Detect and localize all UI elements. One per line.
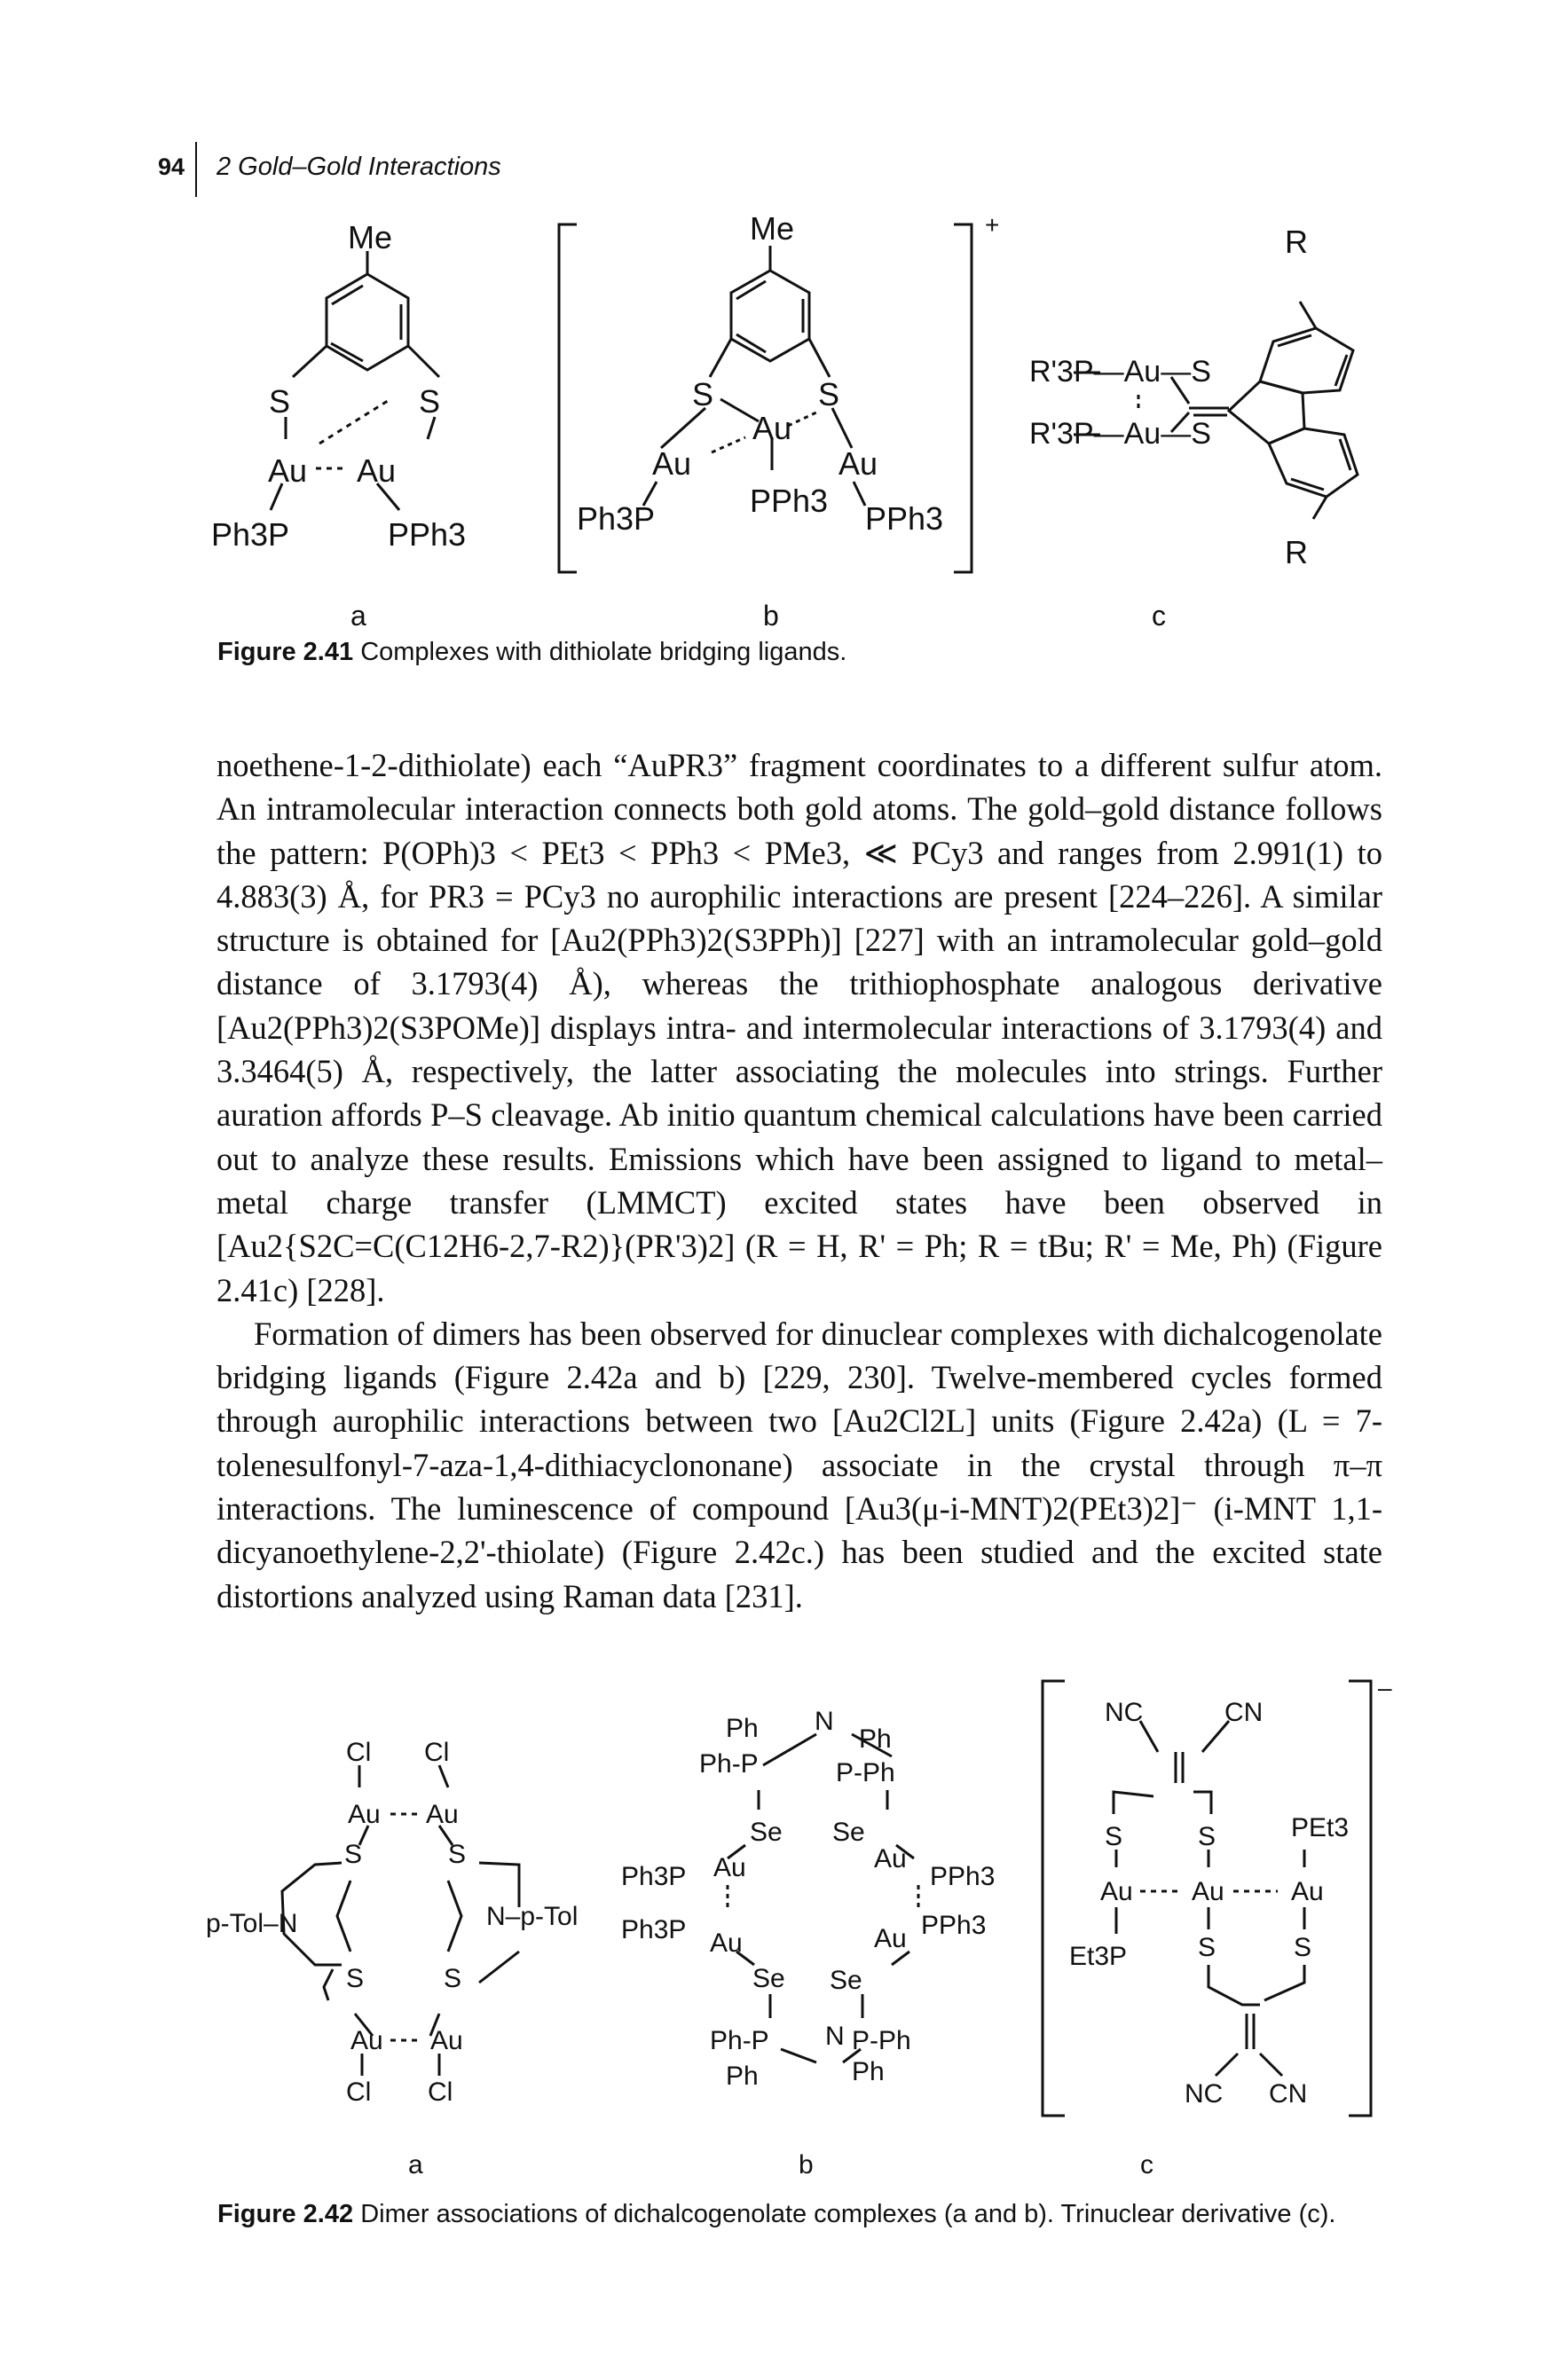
panel-label-b: b: [763, 600, 779, 632]
b2-pph-top-left: Ph-P: [699, 1749, 759, 1779]
figure-2-42-caption-text: Dimer associations of dichalcogenolate c…: [360, 2200, 1336, 2228]
figure-2-41-atom-labels: Me S S Au Au Ph3P PPh3 Me S S Au Au Au P…: [211, 210, 1308, 570]
figure-2-42-caption: Figure 2.42 Dimer associations of dichal…: [217, 2200, 1335, 2229]
b2-ph-2: Ph: [859, 1724, 892, 1754]
a-au2-label: Au: [357, 452, 396, 489]
c2-nc-bottom: NC: [1185, 2079, 1223, 2109]
b2-n-top: N: [815, 1707, 834, 1736]
b2-pph3-2: PPh3: [921, 1911, 986, 1940]
b-s2-label: S: [818, 376, 839, 412]
figure-2-41-caption-label: Figure 2.41: [217, 638, 354, 666]
b2-pph3-1: PPh3: [930, 1862, 995, 1891]
panel-label-a: a: [350, 600, 366, 632]
b-au-top-label: Au: [752, 410, 791, 446]
c-r-bottom-label: R: [1285, 534, 1308, 570]
b2-ph3p-2: Ph3P: [621, 1915, 686, 1944]
c2-au-2: Au: [1192, 1877, 1224, 1906]
paragraph-2: Formation of dimers has been observed fo…: [217, 1315, 1382, 1614]
b-me-label: Me: [750, 210, 794, 247]
c-r-top-label: R: [1285, 224, 1308, 260]
panel2-label-a: a: [408, 2150, 423, 2180]
c2-s-1: S: [1105, 1822, 1122, 1851]
b-au-right-label: Au: [838, 445, 878, 482]
c2-et3p: Et3P: [1069, 1942, 1127, 1971]
b2-n-bottom: N: [825, 2022, 845, 2051]
panel2-label-c: c: [1140, 2150, 1153, 2180]
header-rule: [195, 142, 197, 197]
figure-2-42-caption-label: Figure 2.42: [217, 2200, 354, 2228]
c2-charge: –: [1378, 1674, 1392, 1701]
c2-cn-top: CN: [1224, 1698, 1263, 1727]
a2-cl-bottom-right: Cl: [428, 2078, 453, 2107]
b2-ph-1: Ph: [726, 1714, 759, 1743]
b-p1-label: Ph3P: [577, 500, 655, 537]
a2-au-top-right: Au: [426, 1800, 459, 1829]
b2-ph3p-1: Ph3P: [621, 1862, 686, 1891]
b2-au-4: Au: [874, 1924, 907, 1953]
figure-2-42-atom-labels: Cl Cl Au Au S S S S p-Tol–N N–p-Tol Au A…: [206, 1674, 1392, 2109]
c2-pet3: PEt3: [1291, 1813, 1349, 1842]
b2-au-2: Au: [874, 1844, 907, 1873]
b2-se-1: Se: [750, 1818, 783, 1847]
a2-s3: S: [346, 1964, 364, 1993]
a2-n-right: N–p-Tol: [486, 1902, 578, 1931]
figure-2-42-structures: Cl Cl Au Au S S S S p-Tol–N N–p-Tol Au A…: [206, 1674, 1392, 2180]
b2-se-3: Se: [752, 1964, 785, 1993]
paragraph-1: noethene-1-2-dithiolate) each “AuPR3” fr…: [217, 747, 1382, 1308]
a-p2-label: PPh3: [388, 516, 466, 553]
figure-2-41-caption-text: Complexes with dithiolate bridging ligan…: [360, 638, 847, 666]
b2-pph-bottom-right: P-Ph: [852, 2026, 911, 2055]
c2-s-2: S: [1198, 1822, 1216, 1851]
b2-se-4: Se: [830, 1966, 862, 1995]
c-row2-label: R'3P—Au—S: [1029, 417, 1211, 451]
a-s2-label: S: [419, 383, 440, 420]
b-p2-label: PPh3: [750, 483, 828, 519]
c2-s-3: S: [1198, 1933, 1216, 1962]
b2-pph-top-right: P-Ph: [836, 1758, 895, 1787]
page-number: 94: [157, 153, 185, 180]
a2-n-left: p-Tol–N: [206, 1909, 297, 1938]
a-au1-label: Au: [268, 452, 307, 489]
c2-au-3: Au: [1291, 1877, 1324, 1906]
a-s1-label: S: [269, 383, 290, 420]
figure-2-41-structures: Me S S Au Au Ph3P PPh3 Me S S Au Au Au P…: [211, 210, 1359, 632]
a2-au-bottom-right: Au: [430, 2026, 463, 2055]
a2-au-top-left: Au: [348, 1800, 381, 1829]
figure-2-41-caption: Figure 2.41 Complexes with dithiolate br…: [217, 638, 846, 667]
b2-ph-4: Ph: [852, 2057, 885, 2086]
b2-se-2: Se: [832, 1818, 865, 1847]
panel-label-c: c: [1152, 600, 1166, 632]
c2-s-4: S: [1294, 1933, 1311, 1962]
b-au-left-label: Au: [652, 445, 691, 482]
b-s1-label: S: [692, 376, 713, 412]
a-me-label: Me: [348, 219, 392, 255]
chapter-title: 2 Gold–Gold Interactions: [217, 152, 501, 181]
b2-au-1: Au: [713, 1853, 746, 1882]
b-p3-label: PPh3: [865, 500, 943, 537]
c2-au-1: Au: [1100, 1877, 1133, 1906]
figure-2-42: Cl Cl Au Au S S S S p-Tol–N N–p-Tol Au A…: [0, 1659, 1551, 2209]
a2-s4: S: [444, 1964, 461, 1993]
c2-cn-bottom: CN: [1269, 2079, 1307, 2109]
c2-nc-top: NC: [1105, 1698, 1143, 1727]
a2-cl-bottom-left: Cl: [346, 2078, 371, 2107]
figure-2-41: Me S S Au Au Ph3P PPh3 Me S S Au Au Au P…: [0, 200, 1551, 643]
a2-s2: S: [448, 1840, 466, 1869]
b-charge-label: +: [985, 211, 999, 239]
a2-cl-top-right: Cl: [424, 1738, 449, 1767]
a2-au-bottom-left: Au: [350, 2026, 383, 2055]
b2-ph-3: Ph: [726, 2062, 759, 2091]
a2-s1: S: [344, 1840, 362, 1869]
a2-cl-top-left: Cl: [346, 1738, 371, 1767]
c-row1-label: R'3P—Au—S: [1029, 355, 1211, 389]
b2-pph-bottom-left: Ph-P: [710, 2026, 769, 2055]
b2-au-3: Au: [710, 1928, 743, 1958]
page-header: 94 2 Gold–Gold Interactions: [133, 142, 501, 197]
panel2-label-b: b: [799, 2150, 814, 2180]
a-p1-label: Ph3P: [211, 516, 289, 553]
body-text: noethene-1-2-dithiolate) each “AuPR3” fr…: [217, 743, 1382, 1618]
